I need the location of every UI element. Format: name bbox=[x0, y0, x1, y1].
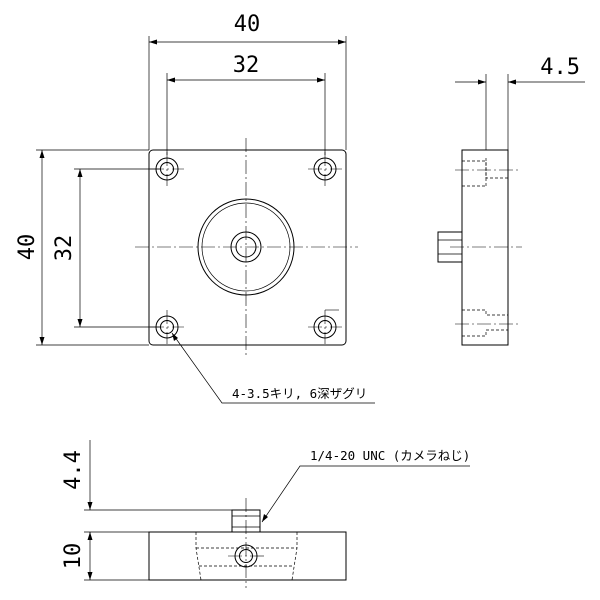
dimension-top-pitch-label: 32 bbox=[233, 53, 260, 78]
center-boss-inner bbox=[201, 202, 291, 292]
side-view: 4.5 bbox=[437, 55, 585, 346]
dimension-plate-height-label: 10 bbox=[61, 543, 86, 570]
side-screw-stub bbox=[437, 231, 463, 263]
center-boss-outer bbox=[197, 198, 295, 296]
dimension-side-thickness: 4.5 bbox=[455, 55, 585, 150]
mounting-hole-top-right bbox=[308, 152, 342, 186]
dimension-side-pitch: 32 bbox=[52, 168, 160, 328]
dimension-top-width-label: 40 bbox=[234, 12, 261, 37]
dimension-side-thickness-label: 4.5 bbox=[540, 55, 580, 80]
side-plate-outline bbox=[461, 149, 509, 346]
plate-outline bbox=[148, 149, 347, 346]
dimension-side-height: 40 bbox=[15, 149, 149, 346]
thread-callout: 1/4-20 UNC (カメラねじ) bbox=[261, 448, 470, 523]
dimension-screw-height: 4.4 bbox=[61, 440, 232, 540]
dimension-screw-height-label: 4.4 bbox=[61, 450, 86, 490]
dimension-side-pitch-label: 32 bbox=[52, 235, 77, 262]
dimension-plate-height: 10 bbox=[61, 531, 149, 581]
mounting-hole-bottom-right bbox=[308, 309, 342, 344]
center-thread-hole-inner bbox=[235, 236, 257, 258]
dimension-side-height-label: 40 bbox=[15, 234, 40, 261]
dimension-top-width: 40 bbox=[148, 12, 347, 150]
hole-callout: 4-3.5キリ, 6深ザグリ bbox=[171, 332, 375, 404]
thread-callout-label: 1/4-20 UNC (カメラねじ) bbox=[310, 448, 470, 463]
front-view: 40 32 40 32 bbox=[15, 12, 375, 404]
bottom-plate-outline bbox=[148, 531, 347, 581]
hole-callout-label: 4-3.5キリ, 6深ザグリ bbox=[232, 386, 367, 401]
dimension-top-pitch: 32 bbox=[166, 53, 326, 155]
bottom-view: 4.4 10 1/4-20 UNC (カメラねじ) bbox=[61, 440, 470, 588]
center-thread-hole-outer bbox=[230, 231, 262, 263]
